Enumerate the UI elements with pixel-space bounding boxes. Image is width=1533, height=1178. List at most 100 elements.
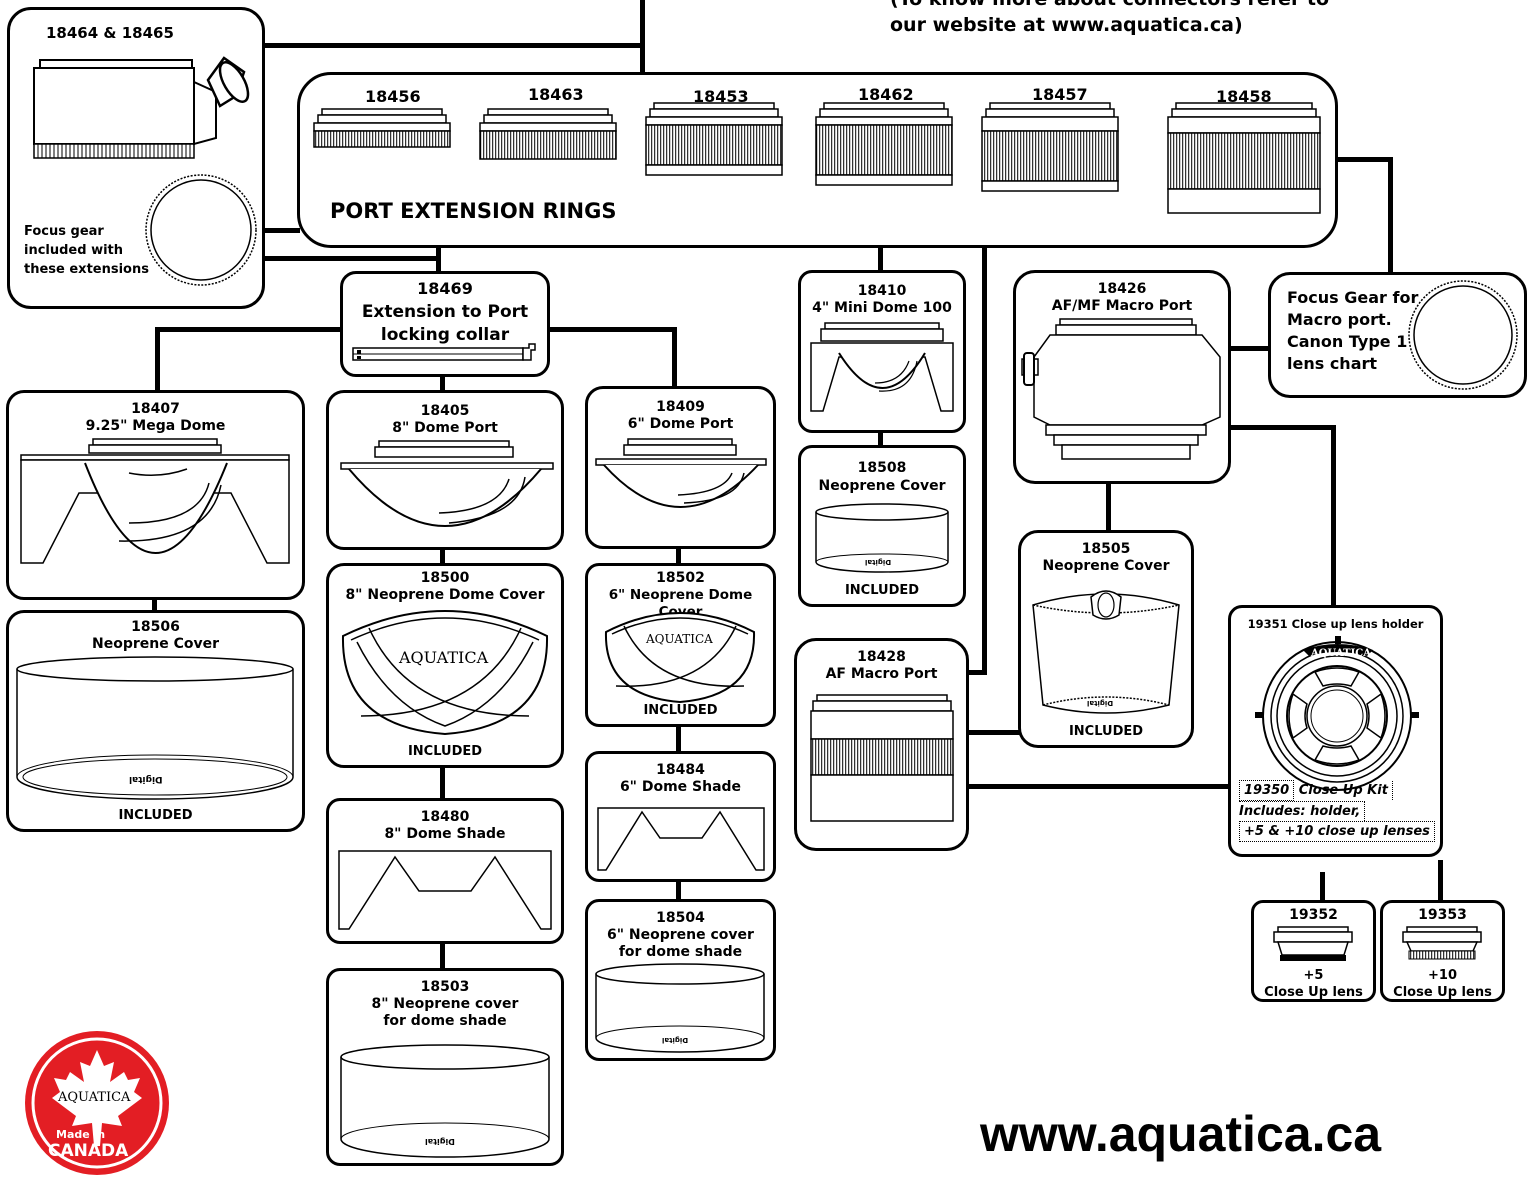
- wire: [1331, 425, 1336, 607]
- dome6-cover-brand: AQUATICA: [646, 632, 713, 646]
- extension-code: 18464 & 18465: [46, 24, 174, 42]
- dome-shade-icon: [338, 850, 552, 930]
- dome-cover-small-icon: [604, 612, 756, 704]
- wire: [436, 246, 441, 274]
- dome6-shade-name: 6" Dome Shade: [619, 779, 742, 795]
- dome6-name: 6" Dome Port: [627, 416, 734, 432]
- dome-port-6in-icon: [595, 438, 767, 508]
- neoprene-dome-cover-6in-18502[interactable]: 18502 6" Neoprene Dome Cover AQUATICA IN…: [585, 563, 776, 727]
- ring-code-18463: 18463: [528, 85, 584, 104]
- dome8-code: 18405: [420, 403, 470, 419]
- lens5-power: +5: [1303, 968, 1324, 983]
- dome-port-6in-18409[interactable]: 18409 6" Dome Port: [585, 386, 776, 549]
- af-macro-port-18428[interactable]: 18428 AF Macro Port: [794, 638, 969, 851]
- dome8-cover-brand: AQUATICA: [399, 648, 489, 667]
- lens10-name: Close Up lens: [1393, 985, 1492, 1000]
- focus-gear-macro-l1: Focus Gear for: [1287, 288, 1419, 307]
- locking-collar-icon: [352, 343, 536, 361]
- mini-dome-cover-18508[interactable]: 18508 Neoprene Cover Digital INCLUDED: [798, 445, 966, 607]
- close-up-lens-plus5-19352[interactable]: 19352 +5 Close Up lens: [1251, 900, 1376, 1002]
- lens10-power: +10: [1428, 968, 1457, 983]
- wire: [152, 597, 157, 613]
- dome8-shade-cover-l2: for dome shade: [383, 1013, 507, 1029]
- shade-cover-small-icon: [595, 963, 765, 1053]
- kit-code: 19350: [1239, 780, 1295, 801]
- website-url[interactable]: www.aquatica.ca: [980, 1106, 1382, 1162]
- badge-brand: AQUATICA: [58, 1090, 131, 1105]
- close-up-kit-note: 19350 Close Up Kit Includes: holder, +5 …: [1239, 780, 1435, 842]
- shade-cover-8in-18503[interactable]: 18503 8" Neoprene cover for dome shade D…: [326, 968, 564, 1166]
- wire: [440, 375, 445, 391]
- dome-port-8in-18405[interactable]: 18405 8" Dome Port: [326, 390, 564, 550]
- dome6-code: 18409: [656, 399, 705, 415]
- mega-cover-code: 18506: [131, 619, 180, 635]
- shade-cover-6in-18504[interactable]: 18504 6" Neoprene cover for dome shade D…: [585, 899, 776, 1061]
- header-note-line2: our website at www.aquatica.ca): [890, 14, 1243, 36]
- dome-shade-small-icon: [597, 807, 765, 871]
- mini-cover-included: INCLUDED: [844, 583, 920, 598]
- wire: [878, 430, 883, 446]
- focus-gear-macro-l2: Macro port.: [1287, 310, 1392, 329]
- made-in-canada-badge: AQUATICA Made in CANADA: [22, 1028, 172, 1178]
- ring-code-18456: 18456: [365, 87, 421, 106]
- wire: [966, 730, 1022, 735]
- dome8-cover-included: INCLUDED: [407, 744, 483, 759]
- wire: [966, 670, 987, 675]
- maple-leaf-badge-icon: [25, 1031, 169, 1175]
- focus-gear-note: Focus gear included with these extension…: [24, 222, 149, 279]
- mini-dome-icon: [810, 322, 954, 412]
- neoprene-dome-cover-8in-18500[interactable]: 18500 8" Neoprene Dome Cover AQUATICA IN…: [326, 563, 564, 768]
- header-note-line1: (To know more about connectors refer to: [890, 0, 1329, 10]
- af-macro-icon: [810, 694, 954, 822]
- extension-box-18464-18465[interactable]: 18464 & 18465 Focus gear included with t…: [7, 7, 265, 309]
- wire: [676, 547, 681, 565]
- dome8-shade-cover-l1: 8" Neoprene cover: [371, 996, 519, 1012]
- wire: [155, 327, 160, 392]
- wire: [1106, 482, 1111, 532]
- badge-canada: CANADA: [48, 1141, 129, 1161]
- focus-gear-note-l1: Focus gear: [24, 224, 104, 239]
- ring-code-18453: 18453: [693, 87, 749, 106]
- extension-rings-icons: [313, 102, 1321, 214]
- kit-line1: Close Up Kit: [1299, 781, 1393, 800]
- wire: [440, 942, 445, 970]
- extension-tube-icon: [33, 56, 250, 159]
- mega-cover-name: Neoprene Cover: [91, 636, 219, 652]
- wire: [262, 228, 300, 233]
- afmf-cover-18505[interactable]: 18505 Neoprene Cover Digital INCLUDED: [1018, 530, 1194, 748]
- mega-dome-18407[interactable]: 18407 9.25" Mega Dome: [6, 390, 305, 600]
- lens5-name: Close Up lens: [1264, 985, 1363, 1000]
- af-mf-macro-icon: [1021, 318, 1221, 460]
- close-up-lens-plus10-19353[interactable]: 19353 +10 Close Up lens: [1380, 900, 1505, 1002]
- dome6-cover-included: INCLUDED: [643, 703, 718, 718]
- dome8-shade-code: 18480: [420, 809, 470, 825]
- af-mf-macro-port-18426[interactable]: 18426 AF/MF Macro Port: [1013, 270, 1231, 484]
- dome8-name: 8" Dome Port: [392, 420, 498, 436]
- dome6-shade-cover-digital-mark: Digital: [662, 1036, 689, 1044]
- port-extension-rings-title: PORT EXTENSION RINGS: [330, 199, 617, 223]
- lens10-code: 19353: [1418, 907, 1467, 923]
- holder-title: 19351 Close up lens holder: [1247, 617, 1424, 631]
- kit-line2: Includes: holder,: [1239, 801, 1366, 821]
- dome-shade-8in-18480[interactable]: 18480 8" Dome Shade: [326, 798, 564, 944]
- dome-cover-icon: [341, 610, 549, 736]
- focus-gear-macro-l3: Canon Type 1: [1287, 332, 1408, 351]
- wire: [1228, 425, 1336, 430]
- focus-gear-macro-icon: [1408, 280, 1518, 390]
- ring-code-18458: 18458: [1216, 87, 1272, 106]
- focus-gear-note-l2: included with: [24, 243, 124, 258]
- locking-collar-18469[interactable]: 18469 Extension to Port locking collar: [340, 271, 550, 377]
- mega-cover-digital-mark: Digital: [129, 774, 163, 784]
- focus-gear-macro-l4: lens chart: [1287, 354, 1378, 373]
- dome8-shade-name: 8" Dome Shade: [384, 826, 506, 842]
- mega-dome-cover-18506[interactable]: 18506 Neoprene Cover Digital INCLUDED: [6, 610, 305, 832]
- close-up-lens-holder-19351[interactable]: 19351 Close up lens holder AQUATICA 1935…: [1228, 605, 1443, 857]
- afmf-name: AF/MF Macro Port: [1051, 298, 1193, 314]
- dome8-cover-name: 8" Neoprene Dome Cover: [345, 587, 545, 603]
- mini-dome-18410[interactable]: 18410 4" Mini Dome 100: [798, 270, 966, 433]
- focus-gear-macro[interactable]: Focus Gear for Macro port. Canon Type 1 …: [1268, 272, 1527, 398]
- mini-dome-code: 18410: [857, 283, 907, 299]
- mega-dome-icon: [20, 438, 290, 564]
- dome-shade-6in-18484[interactable]: 18484 6" Dome Shade: [585, 751, 776, 882]
- port-extension-rings-panel[interactable]: 18456 18463 18453 18462 18457 18458: [297, 72, 1338, 248]
